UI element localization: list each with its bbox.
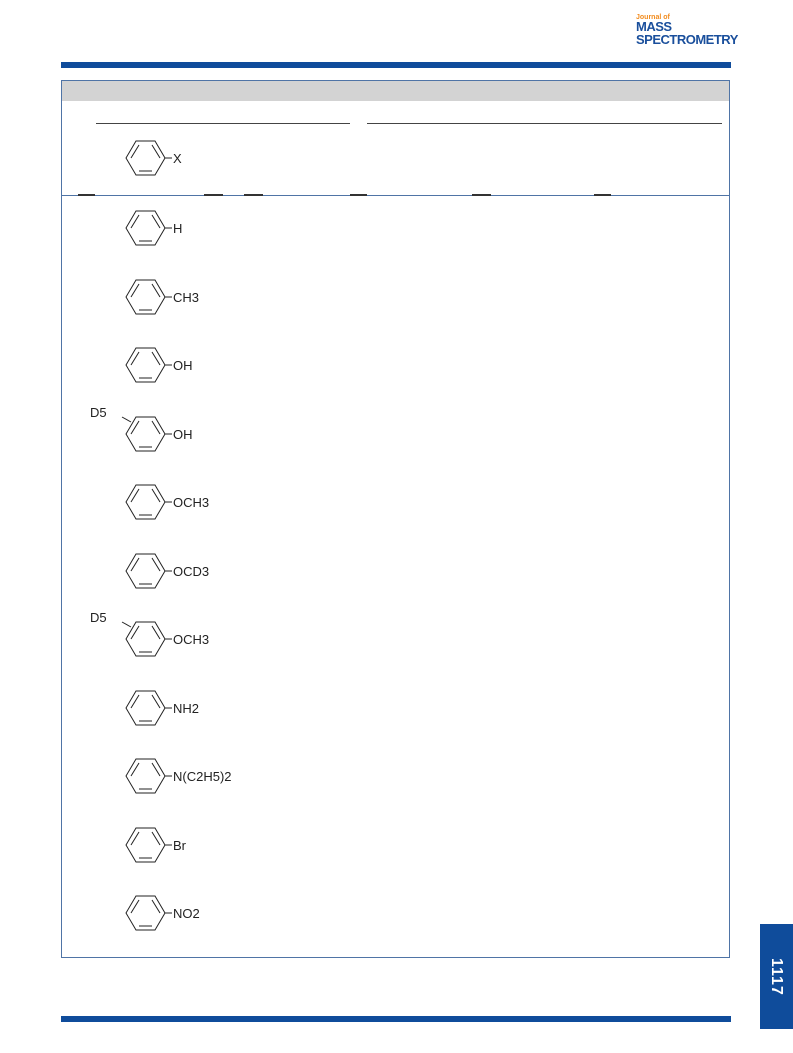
page-number: 1117 [768,957,785,996]
header-tick [244,194,263,196]
table-caption-band [62,81,729,101]
column-group-rule-right [367,123,722,124]
benzene-ring-icon [121,621,172,657]
benzene-ring-icon [125,690,172,725]
isotope-label: D5 [90,610,107,625]
header-substituent: X [173,151,182,166]
benzene-ring-icon [125,279,172,314]
benzene-ring-icon [125,758,172,794]
substituent-label: OCH3 [173,632,209,647]
compound-structure: N(C2H5)2 [125,758,232,794]
journal-logo-small: Journal of [636,14,670,21]
compound-structure: Br [125,827,187,862]
substituent-label: Br [173,838,187,853]
substituent-label: NH2 [173,701,199,716]
compound-structure: OH [125,347,193,383]
substituent-label: CH3 [173,290,199,305]
benzene-ring-icon [125,210,172,246]
header-rule [61,62,731,68]
benzene-ring-icon [125,484,172,520]
compound-structure: NH2 [125,690,199,725]
header-tick [472,194,491,196]
journal-logo: Journal of MASS SPECTROMETRY [636,14,738,48]
compound-structure: OCD3 [125,553,209,588]
header-tick [204,194,223,196]
isotope-label: D5 [90,405,107,420]
benzene-ring-icon [125,347,172,383]
substituent-label: OH [173,358,193,373]
header-separator [62,195,729,196]
journal-logo-line2: SPECTROMETRY [636,32,738,47]
compound-structure: NO2 [125,895,200,931]
benzene-ring-icon [125,895,172,931]
benzene-ring-icon [125,827,172,862]
footer-rule [61,1016,731,1022]
column-group-rule-left [96,123,350,124]
compound-structure: H [125,210,182,246]
substituent-label: OH [173,427,193,442]
substituent-label: OCH3 [173,495,209,510]
substituent-label: N(C2H5)2 [173,769,232,784]
page-number-tab: 1117 [760,924,793,1029]
header-tick [350,194,367,196]
compound-structure: CH3 [125,279,199,314]
compound-structure: OCH3 [125,484,209,520]
benzene-ring-icon [125,140,172,176]
header-tick [594,194,611,196]
journal-logo-line1: MASS [636,19,672,34]
substituent-label: H [173,221,182,236]
header-tick [78,194,95,196]
header-structure: X [125,140,182,176]
substituent-label: OCD3 [173,564,209,579]
benzene-ring-icon [121,416,172,451]
substituent-label: NO2 [173,906,200,921]
benzene-ring-icon [125,553,172,588]
